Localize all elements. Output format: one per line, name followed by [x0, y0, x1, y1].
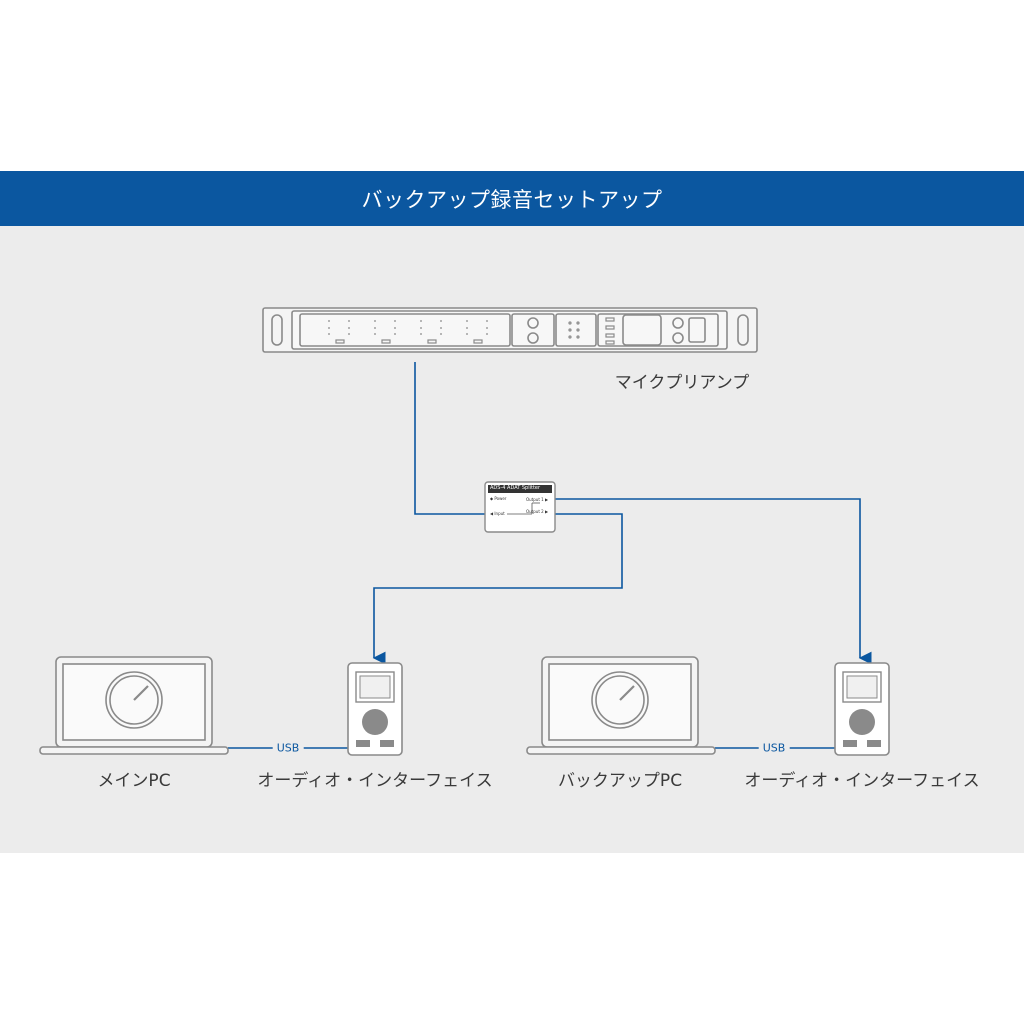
backup-pc-laptop	[526, 656, 716, 755]
splitter-power: ◆ Power	[490, 496, 507, 501]
audio-interface-1	[347, 662, 403, 756]
diagram-title: バックアップ録音セットアップ	[0, 171, 1024, 226]
backup-pc-label: バックアップPC	[557, 771, 683, 791]
preamp-label: マイクプリアンプ	[614, 373, 750, 393]
interface-1-label: オーディオ・インターフェイス	[257, 771, 493, 791]
main-pc-label: メインPC	[97, 771, 171, 791]
usb-label-1: USB	[272, 741, 304, 755]
usb-label-2: USB	[758, 741, 790, 755]
splitter-name: ADS-4 ADAT Splitter	[490, 485, 541, 491]
interface-2-label: オーディオ・インターフェイス	[744, 771, 980, 791]
audio-interface-2	[834, 662, 890, 756]
splitter-output-2: Output 2 ▶	[526, 509, 549, 514]
adat-splitter-box	[484, 481, 556, 533]
splitter-output-1: Output 1 ▶	[526, 497, 549, 502]
mic-preamp-rack	[262, 307, 758, 353]
splitter-input: ◀ Input	[490, 511, 505, 516]
main-pc-laptop	[39, 656, 229, 755]
